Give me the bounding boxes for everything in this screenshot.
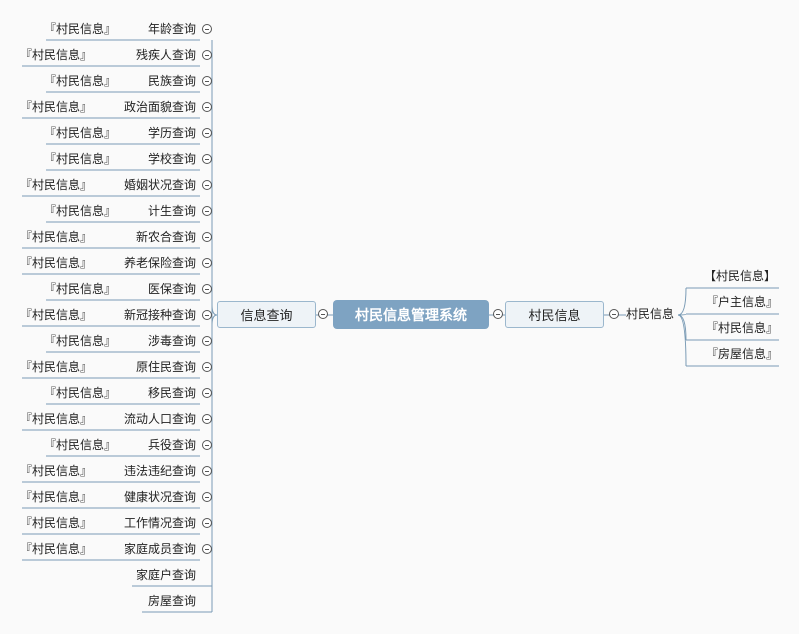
query-collapse-icon[interactable]	[202, 76, 212, 86]
query-node[interactable]: 残疾人查询	[135, 48, 196, 62]
tag-node[interactable]: 『村民信息』	[43, 126, 116, 140]
query-node[interactable]: 政治面貌查询	[123, 100, 196, 114]
query-node[interactable]: 年龄查询	[147, 22, 196, 36]
query-node[interactable]: 医保查询	[147, 282, 196, 296]
tag-node[interactable]: 『村民信息』	[43, 386, 116, 400]
branch-info-query[interactable]: 信息查询	[217, 301, 316, 328]
query-node[interactable]: 新冠接种查询	[123, 308, 196, 322]
query-collapse-icon[interactable]	[202, 24, 212, 34]
query-collapse-icon[interactable]	[202, 232, 212, 242]
query-collapse-icon[interactable]	[202, 180, 212, 190]
info-node[interactable]: 『房屋信息』	[706, 347, 779, 361]
query-node[interactable]: 家庭成员查询	[123, 542, 196, 556]
query-node[interactable]: 原住民查询	[135, 360, 196, 374]
query-collapse-icon[interactable]	[202, 154, 212, 164]
query-node[interactable]: 民族查询	[147, 74, 196, 88]
query-collapse-icon[interactable]	[202, 50, 212, 60]
info-node[interactable]: 『村民信息』	[706, 321, 779, 335]
tag-node[interactable]: 『村民信息』	[43, 22, 116, 36]
root-right-collapse-icon[interactable]	[493, 309, 503, 319]
query-collapse-icon[interactable]	[202, 388, 212, 398]
connector-curve	[677, 314, 687, 367]
tag-node[interactable]: 『村民信息』	[19, 360, 92, 374]
tag-node[interactable]: 『村民信息』	[19, 412, 92, 426]
query-node[interactable]: 养老保险查询	[123, 256, 196, 270]
tag-node[interactable]: 『村民信息』	[19, 516, 92, 530]
query-node[interactable]: 计生查询	[147, 204, 196, 218]
query-node[interactable]: 涉毒查询	[147, 334, 196, 348]
query-collapse-icon[interactable]	[202, 336, 212, 346]
query-node[interactable]: 学历查询	[147, 126, 196, 140]
tag-node[interactable]: 『村民信息』	[43, 204, 116, 218]
tag-node[interactable]: 『村民信息』	[19, 542, 92, 556]
query-node[interactable]: 流动人口查询	[123, 412, 196, 426]
query-node[interactable]: 违法违纪查询	[123, 464, 196, 478]
query-collapse-icon[interactable]	[202, 518, 212, 528]
query-collapse-icon[interactable]	[202, 440, 212, 450]
query-collapse-icon[interactable]	[202, 544, 212, 554]
query-node[interactable]: 学校查询	[147, 152, 196, 166]
query-collapse-icon[interactable]	[202, 284, 212, 294]
tag-node[interactable]: 『村民信息』	[19, 490, 92, 504]
tag-node[interactable]: 『村民信息』	[19, 100, 92, 114]
tag-node[interactable]: 『村民信息』	[19, 48, 92, 62]
query-collapse-icon[interactable]	[202, 414, 212, 424]
tag-node[interactable]: 『村民信息』	[19, 256, 92, 270]
query-collapse-icon[interactable]	[202, 102, 212, 112]
tag-node[interactable]: 『村民信息』	[19, 230, 92, 244]
info-node[interactable]: 『户主信息』	[706, 295, 779, 309]
root-topic[interactable]: 村民信息管理系统	[333, 300, 489, 329]
query-node[interactable]: 家庭户查询	[135, 568, 196, 582]
tag-node[interactable]: 『村民信息』	[19, 178, 92, 192]
query-collapse-icon[interactable]	[202, 492, 212, 502]
query-node[interactable]: 兵役查询	[147, 438, 196, 452]
branch-villager-info[interactable]: 村民信息	[505, 301, 604, 328]
root-left-collapse-icon[interactable]	[318, 309, 328, 319]
query-node[interactable]: 房屋查询	[147, 594, 196, 608]
query-node[interactable]: 工作情况查询	[123, 516, 196, 530]
sub-topic-villager-info[interactable]: 村民信息	[626, 307, 675, 321]
query-collapse-icon[interactable]	[202, 258, 212, 268]
tag-node[interactable]: 『村民信息』	[43, 438, 116, 452]
tag-node[interactable]: 『村民信息』	[43, 74, 116, 88]
query-node[interactable]: 新农合查询	[135, 230, 196, 244]
connector-curve	[211, 314, 218, 326]
villager-info-collapse-icon[interactable]	[609, 309, 619, 319]
query-collapse-icon[interactable]	[202, 128, 212, 138]
query-collapse-icon[interactable]	[202, 310, 212, 320]
query-collapse-icon[interactable]	[202, 362, 212, 372]
info-node[interactable]: 【村民信息】	[704, 269, 777, 283]
tag-node[interactable]: 『村民信息』	[19, 308, 92, 322]
tag-node[interactable]: 『村民信息』	[43, 334, 116, 348]
tag-node[interactable]: 『村民信息』	[43, 282, 116, 296]
connector-curve	[677, 287, 687, 316]
tag-node[interactable]: 『村民信息』	[43, 152, 116, 166]
query-node[interactable]: 移民查询	[147, 386, 196, 400]
tag-node[interactable]: 『村民信息』	[19, 464, 92, 478]
query-node[interactable]: 婚姻状况查询	[123, 178, 196, 192]
query-collapse-icon[interactable]	[202, 466, 212, 476]
query-node[interactable]: 健康状况查询	[123, 490, 196, 504]
query-collapse-icon[interactable]	[202, 206, 212, 216]
